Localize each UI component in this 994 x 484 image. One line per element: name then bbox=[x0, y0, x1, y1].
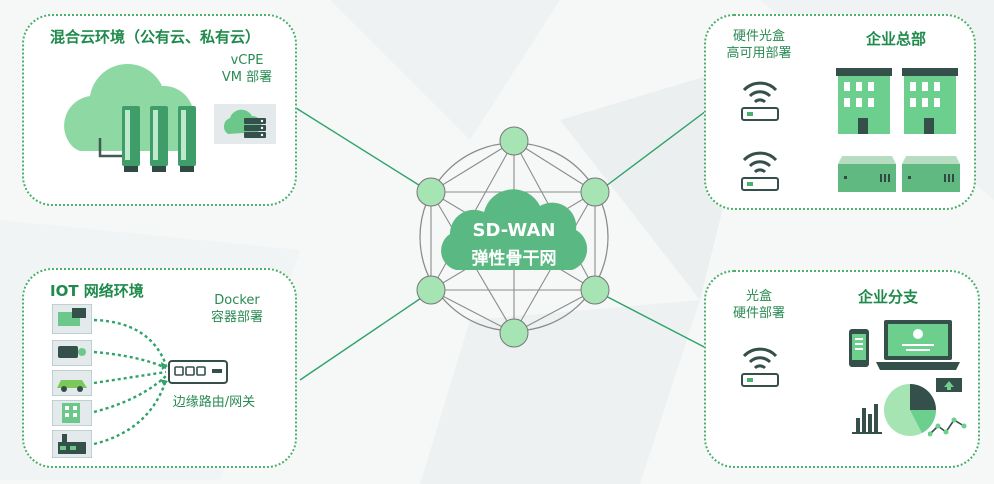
wifi-router-icon bbox=[741, 347, 779, 387]
edge-gateway-icon bbox=[168, 360, 228, 384]
hq-hw-line2: 高可用部署 bbox=[726, 46, 792, 61]
office-building-icon bbox=[836, 68, 958, 134]
network-node bbox=[416, 275, 446, 305]
factory-icon bbox=[52, 430, 92, 458]
branch-box-line1: 光盒 bbox=[745, 289, 772, 304]
router-device-icon bbox=[52, 304, 92, 334]
hybrid-cloud-title: 混合云环境（公有云、私有云） bbox=[50, 28, 261, 46]
iot-links bbox=[93, 318, 168, 446]
docker-line2: 容器部署 bbox=[210, 310, 263, 325]
building-icon bbox=[52, 400, 92, 426]
trend-icon bbox=[928, 417, 967, 437]
cloud-server-icon bbox=[214, 104, 276, 144]
sdwan-title: SD-WAN bbox=[472, 220, 556, 241]
wifi-router-icon bbox=[741, 81, 779, 121]
vcpe-label: vCPE VM 部署 bbox=[202, 52, 292, 86]
hq-title: 企业总部 bbox=[866, 30, 927, 48]
pie-chart-icon bbox=[884, 378, 962, 436]
docker-label: Docker 容器部署 bbox=[192, 292, 282, 326]
bar-chart-icon bbox=[852, 404, 882, 434]
network-node bbox=[416, 177, 446, 207]
laptop-icon bbox=[876, 320, 960, 370]
branch-title: 企业分支 bbox=[858, 288, 919, 306]
network-node bbox=[499, 318, 529, 348]
network-node bbox=[580, 275, 610, 305]
hq-hw-line1: 硬件光盒 bbox=[732, 29, 785, 44]
cloud-servers-icon bbox=[64, 63, 196, 172]
vcpe-line2: VM 部署 bbox=[221, 70, 273, 85]
branch-panel: 企业分支 光盒 硬件部署 bbox=[704, 270, 980, 468]
edge-gateway-label: 边缘路由/网关 bbox=[172, 395, 256, 410]
phone-icon bbox=[849, 329, 869, 367]
network-node bbox=[580, 177, 610, 207]
vcpe-line1: vCPE bbox=[230, 53, 264, 68]
car-icon bbox=[52, 370, 92, 396]
hq-panel: 企业总部 硬件光盒 高可用部署 bbox=[704, 14, 976, 210]
server-box-icon bbox=[838, 156, 960, 192]
network-node bbox=[499, 126, 529, 156]
iot-title: IOT 网络环境 bbox=[50, 282, 144, 300]
camera-icon bbox=[52, 340, 92, 366]
wifi-router-icon bbox=[741, 151, 779, 191]
sdwan-subtitle: 弹性骨干网 bbox=[471, 249, 557, 269]
docker-line1: Docker bbox=[214, 293, 260, 308]
iot-panel: IOT 网络环境 Docker 容器部署 bbox=[22, 268, 297, 468]
branch-box-line2: 硬件部署 bbox=[732, 306, 785, 321]
sdwan-network bbox=[416, 126, 610, 348]
branch-box-label: 光盒 硬件部署 bbox=[714, 288, 804, 322]
hq-hw-label: 硬件光盒 高可用部署 bbox=[714, 28, 804, 62]
hybrid-cloud-panel: 混合云环境（公有云、私有云） vCPE VM 部署 bbox=[22, 14, 297, 206]
